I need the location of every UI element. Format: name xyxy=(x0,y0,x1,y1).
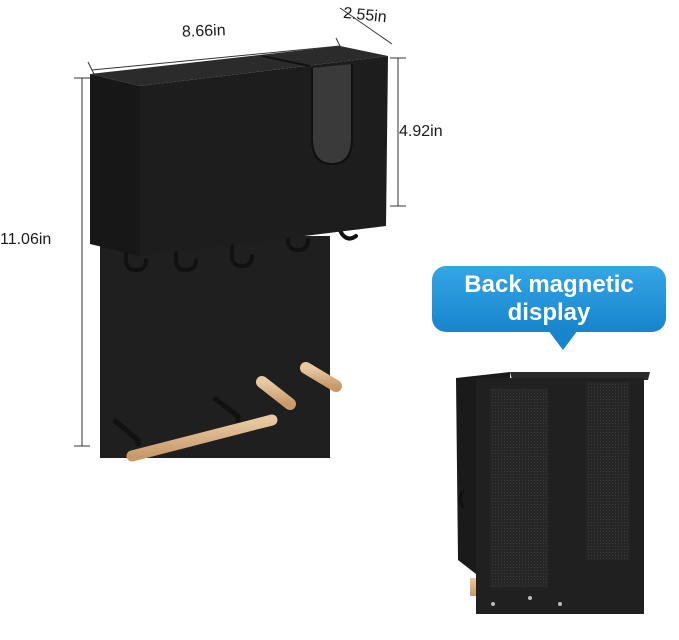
main-organizer xyxy=(90,46,388,462)
back-view-organizer xyxy=(456,372,650,614)
callout-line-1: Back magnetic xyxy=(464,271,634,298)
width-dimension-label: 8.66in xyxy=(181,22,226,41)
dimension-lines xyxy=(74,7,406,447)
callout-pointer xyxy=(548,330,578,350)
box-height-dimension-label: 4.92in xyxy=(399,123,443,140)
back-magnetic-callout: Back magnetic display xyxy=(432,266,666,332)
total-height-dimension-label: 11.06in xyxy=(0,231,52,248)
callout-line-2: display xyxy=(507,299,591,326)
